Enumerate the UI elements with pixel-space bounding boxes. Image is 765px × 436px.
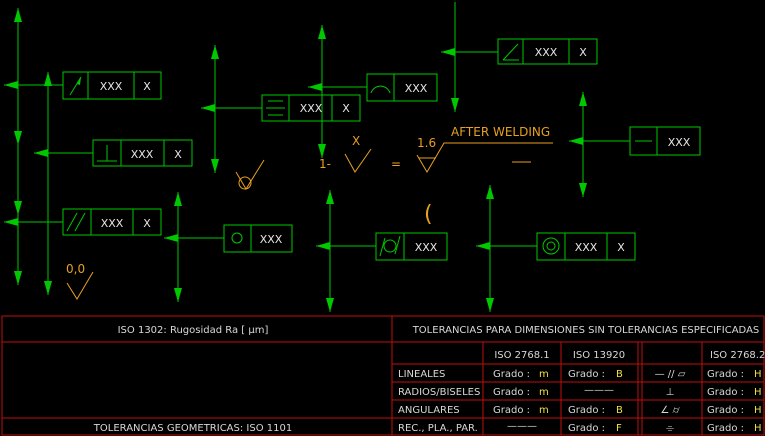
fcf-value: XXX [101,217,124,230]
roughness-value: 1.6 [417,136,436,150]
grade-value: m [539,369,549,380]
one-dash-label: 1- [319,157,331,171]
fcf-value: XXX [535,46,558,59]
header-iso13920: ISO 13920 [573,350,625,361]
grade-value: m [539,405,549,416]
fcf-concentricity[interactable]: XXX X [536,232,636,261]
fcf-cylindricity[interactable]: XXX [375,232,448,261]
fcf-datum: X [174,148,182,161]
welding-symbol-icon [235,159,265,190]
roughness-check-small-icon [66,271,94,300]
fcf-value: XXX [100,80,123,93]
fcf-value: XXX [415,241,438,254]
grade-value: F [616,423,622,434]
grade-label: Grado : [493,405,530,416]
fcf-symmetry[interactable]: XXX X [261,94,361,122]
fcf-value: XXX [405,82,428,95]
grade-value: B [616,405,623,416]
grade-value: H [754,423,762,434]
symbol-cell: ∠ ⌭ [660,405,680,416]
grade-label: Grado : [568,369,605,380]
roughness-machined-icon [416,142,553,173]
grade-label: Grado : [493,387,530,398]
fcf-value: XXX [668,136,691,149]
symbol-cell: ⌯ [666,423,674,434]
fcf-datum: X [143,217,151,230]
arc-profile-icon [370,85,391,94]
fcf-angularity[interactable]: XXX X [497,38,598,65]
row-label: ANGULARES [398,405,460,416]
fcf-parallel[interactable]: XXX X [62,208,162,236]
iso1302-label: ISO 1302: Rugosidad Ra [ µm] [118,325,269,336]
fcf-profile[interactable]: XXX [366,73,438,102]
angularity-icon [502,43,519,61]
general-tolerance-title: TOLERANCIAS PARA DIMENSIONES SIN TOLERAN… [412,325,760,336]
fcf-perpendicular[interactable]: XXX X [92,139,193,167]
grade-value: m [539,387,549,398]
fcf-datum: X [143,80,151,93]
grade-label: Grado : [568,405,605,416]
geometric-tolerance-label: TOLERANCIAS GEOMETRICAS: ISO 1101 [93,423,292,434]
symmetry-icon [266,100,285,116]
title-block: ISO 1302: Rugosidad Ra [ µm] TOLERANCIAS… [1,315,765,436]
roughness-check-icon [344,148,372,173]
cylindricity-icon [379,235,401,257]
zero-roughness-value: 0,0 [66,262,85,276]
grade-label: Grado : [493,369,530,380]
fcf-datum: X [342,102,350,115]
annotations: X 1- = 1.6 AFTER WELDING ( 0,0 [66,125,553,300]
grade-label: Grado : [707,369,744,380]
grade-value: H [754,369,762,380]
grade-value: H [754,387,762,398]
x-label: X [352,134,360,148]
header-iso2768-1: ISO 2768.1 [494,350,549,361]
fcf-runout[interactable]: XXX X [62,71,162,100]
horizontal-leaders [4,48,630,250]
grade-label: Grado : [707,387,744,398]
equals-label: = [391,157,401,171]
row-label: RADIOS/BISELES [398,387,480,398]
circle-icon [231,232,243,244]
concentric-circles-icon [542,237,560,255]
after-welding-label: AFTER WELDING [451,125,550,139]
paren-label: ( [424,202,433,227]
fcf-datum: X [579,46,587,59]
grade-value: B [616,369,623,380]
fcf-value: XXX [300,102,323,115]
perpendicular-icon [97,145,117,162]
grade-label: Grado : [707,423,744,434]
fcf-value: XXX [260,233,283,246]
grade-value: H [754,405,762,416]
symbol-cell: — // ▱ [655,369,686,380]
fcf-datum: X [617,241,625,254]
dash-cell: ——— [507,421,537,432]
fcf-circularity[interactable]: XXX [223,224,293,253]
runout-arrow-icon [69,76,82,96]
leader-lines [14,2,587,312]
fcf-value: XXX [575,241,598,254]
parallel-icon [66,212,86,232]
row-label: LINEALES [398,369,445,380]
symbol-cell: ⊥ [666,387,675,398]
header-iso2768-2: ISO 2768.2 [710,350,765,361]
grade-label: Grado : [707,405,744,416]
row-label: REC., PLA., PAR. [398,423,478,434]
grade-label: Grado : [568,423,605,434]
dash-cell: ——— [584,385,614,396]
fcf-value: XXX [131,148,154,161]
fcf-straightness[interactable]: XXX [629,126,701,156]
